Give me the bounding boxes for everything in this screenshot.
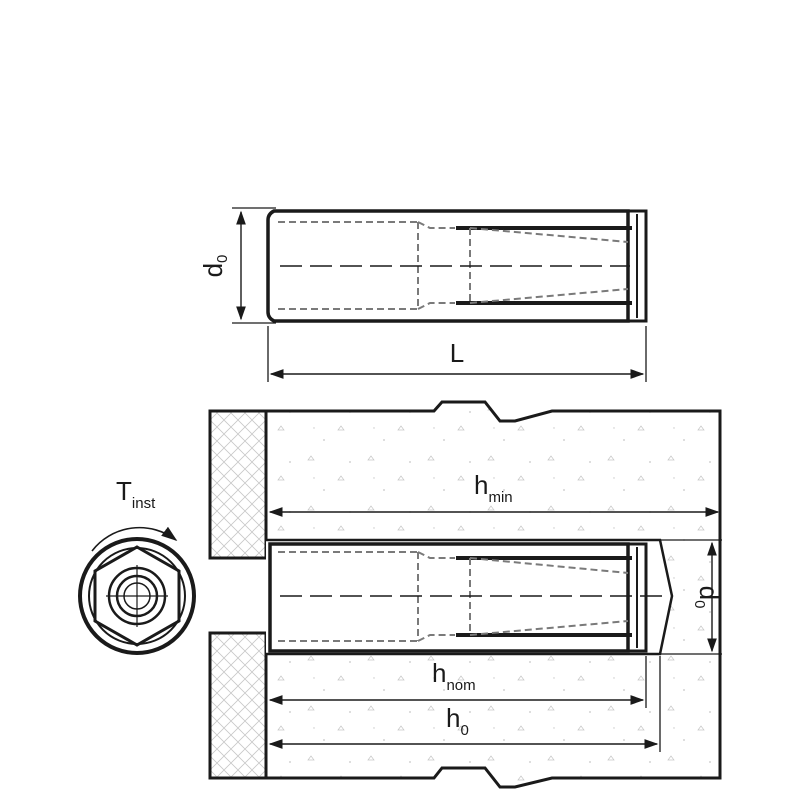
dimension-L: L [267, 326, 647, 382]
svg-text:hmin: hmin [474, 470, 513, 506]
end-view-outer-circle [78, 537, 196, 655]
d0b-label-main: d [694, 586, 724, 600]
dimension-d0-bottom: d0 [660, 539, 724, 655]
svg-text:Tinst: Tinst [116, 476, 156, 512]
hnom-label-main: h [432, 658, 446, 688]
svg-text:hnom: hnom [432, 658, 476, 694]
tinst-label-main: T [116, 476, 132, 506]
svg-text:h0: h0 [446, 703, 469, 739]
L-label: L [450, 338, 464, 368]
d0-label-main: d [198, 263, 228, 277]
dimension-hnom: hnom [268, 656, 647, 708]
fixture-lower [208, 631, 268, 780]
svg-text:d0: d0 [198, 255, 231, 278]
d0-label-sub: 0 [214, 255, 231, 263]
anchor-installed [268, 542, 670, 653]
d0b-label-sub: 0 [691, 600, 708, 608]
dimension-hmin: hmin [268, 470, 720, 517]
h0-label-sub: 0 [460, 722, 468, 739]
concrete-outline [266, 400, 722, 789]
dimension-h0: h0 [268, 656, 661, 752]
fixture-upper [208, 409, 268, 560]
hmin-label-sub: min [488, 489, 512, 506]
svg-text:d0: d0 [691, 586, 724, 609]
tinst-label-sub: inst [132, 495, 156, 512]
hnom-label-sub: nom [446, 677, 475, 694]
hex-outline-icon [93, 545, 181, 647]
anchor-end-view: Tinst [78, 476, 196, 655]
dimension-d0-top: d0 [198, 207, 276, 324]
anchor-side-view [266, 209, 648, 323]
anchor-body [266, 209, 630, 323]
h0-label-main: h [446, 703, 460, 733]
hmin-label-main: h [474, 470, 488, 500]
torque-arrow-icon [91, 526, 178, 552]
